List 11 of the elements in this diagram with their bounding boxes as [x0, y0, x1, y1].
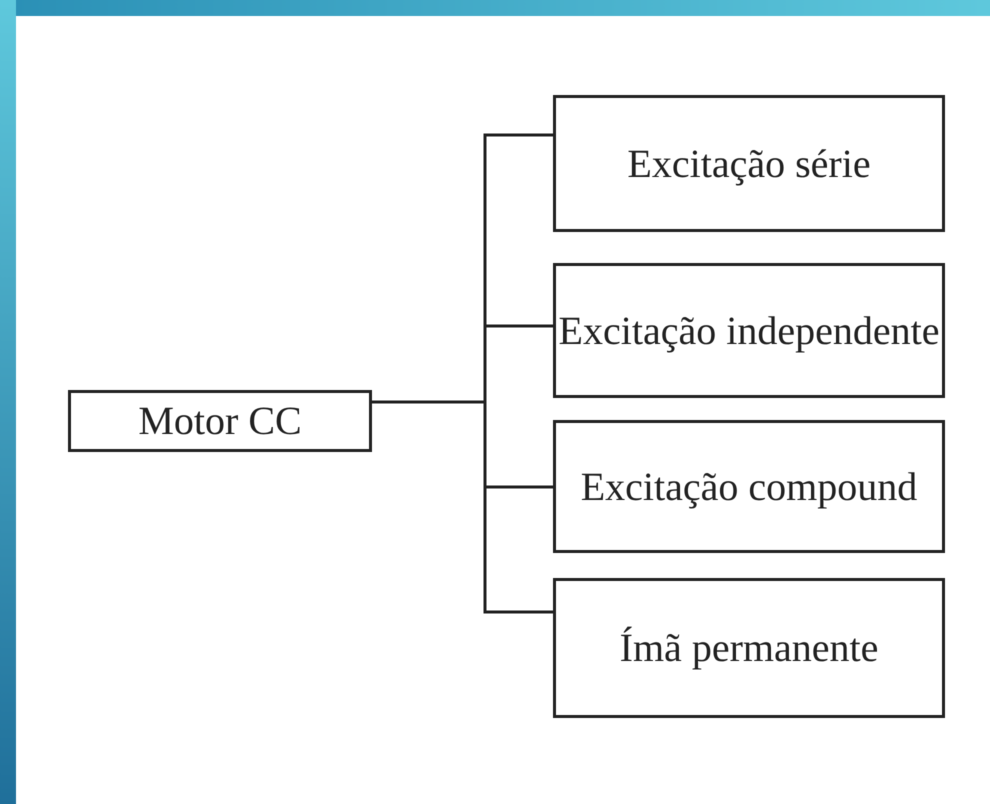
category-box — [553, 420, 945, 553]
connector-line — [372, 400, 553, 614]
box-label: Excitação independente — [558, 308, 940, 354]
root-box — [68, 390, 372, 452]
box-label: Ímã permanente — [620, 625, 878, 671]
category-box — [553, 578, 945, 718]
category-box — [553, 263, 945, 398]
box-label: Excitação série — [627, 140, 871, 186]
box-label: Excitação compound — [580, 464, 918, 510]
box-label: Motor CC — [138, 398, 302, 444]
category-box — [553, 95, 945, 232]
